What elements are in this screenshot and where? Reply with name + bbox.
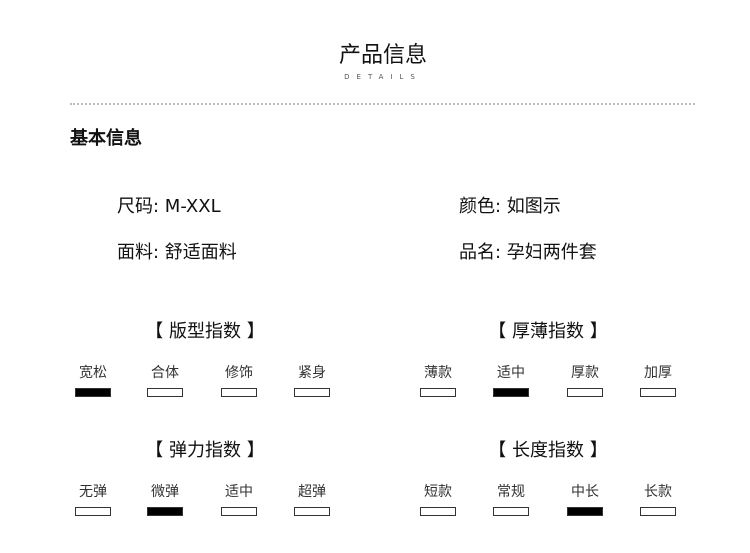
indicator [493, 507, 529, 516]
indicator [640, 388, 676, 397]
field-value: 孕妇两件套 [506, 242, 597, 263]
page-title: 产品信息 [338, 43, 427, 68]
field-product-name: 品名: 孕妇两件套 [459, 242, 597, 263]
thickness-index-title: 【 厚薄指数 】 [488, 321, 608, 342]
option-label: 适中 [497, 365, 525, 381]
length-index-option: 长款 [628, 481, 688, 516]
indicator [294, 388, 330, 397]
option-label: 宽松 [79, 365, 107, 381]
section-title: 基本信息 [70, 128, 142, 149]
indicator [640, 507, 676, 516]
indicator [567, 388, 603, 397]
option-label: 常规 [497, 484, 525, 500]
field-fabric: 面料: 舒适面料 [117, 242, 237, 263]
elasticity-index-option: 超弹 [282, 481, 342, 516]
thickness-index-option: 薄款 [408, 362, 468, 397]
length-index-option: 短款 [408, 481, 468, 516]
field-label: 尺码 [117, 196, 153, 217]
option-label: 紧身 [298, 365, 326, 381]
option-label: 微弹 [151, 484, 179, 500]
option-label: 超弹 [298, 484, 326, 500]
option-label: 适中 [225, 484, 253, 500]
dotted-divider [70, 103, 695, 105]
field-value: 如图示 [506, 196, 561, 217]
elasticity-index-option: 微弹 [135, 481, 195, 516]
option-label: 短款 [424, 484, 452, 500]
selected-indicator [147, 507, 183, 516]
indicator [147, 388, 183, 397]
indicator [221, 507, 257, 516]
option-label: 修饰 [225, 365, 253, 381]
length-index-option: 常规 [481, 481, 541, 516]
field-color: 颜色: 如图示 [459, 196, 561, 217]
fit-index-option: 宽松 [63, 362, 123, 397]
indicator [294, 507, 330, 516]
field-size: 尺码: M-XXL [117, 196, 221, 217]
option-label: 合体 [151, 365, 179, 381]
fit-index-title: 【 版型指数 】 [145, 321, 265, 342]
field-value: 舒适面料 [164, 242, 237, 263]
option-label: 厚款 [571, 365, 599, 381]
option-label: 无弹 [79, 484, 107, 500]
fit-index-option: 合体 [135, 362, 195, 397]
option-label: 加厚 [644, 365, 672, 381]
field-label: 颜色 [459, 196, 495, 217]
elasticity-index-title: 【 弹力指数 】 [145, 440, 265, 461]
fit-index-option: 紧身 [282, 362, 342, 397]
length-index-option: 中长 [555, 481, 615, 516]
length-index-title: 【 长度指数 】 [488, 440, 608, 461]
indicator [420, 388, 456, 397]
option-label: 中长 [571, 484, 599, 500]
indicator [75, 507, 111, 516]
selected-indicator [75, 388, 111, 397]
indicator [221, 388, 257, 397]
option-label: 薄款 [424, 365, 452, 381]
thickness-index-option: 加厚 [628, 362, 688, 397]
elasticity-index-option: 适中 [209, 481, 269, 516]
thickness-index-option: 适中 [481, 362, 541, 397]
option-label: 长款 [644, 484, 672, 500]
fit-index-option: 修饰 [209, 362, 269, 397]
field-value: M-XXL [164, 196, 221, 217]
selected-indicator [493, 388, 529, 397]
thickness-index-option: 厚款 [555, 362, 615, 397]
page-subtitle: DETAILS [344, 73, 422, 81]
indicator [420, 507, 456, 516]
field-label: 面料 [117, 242, 153, 263]
selected-indicator [567, 507, 603, 516]
elasticity-index-option: 无弹 [63, 481, 123, 516]
field-label: 品名 [459, 242, 495, 263]
